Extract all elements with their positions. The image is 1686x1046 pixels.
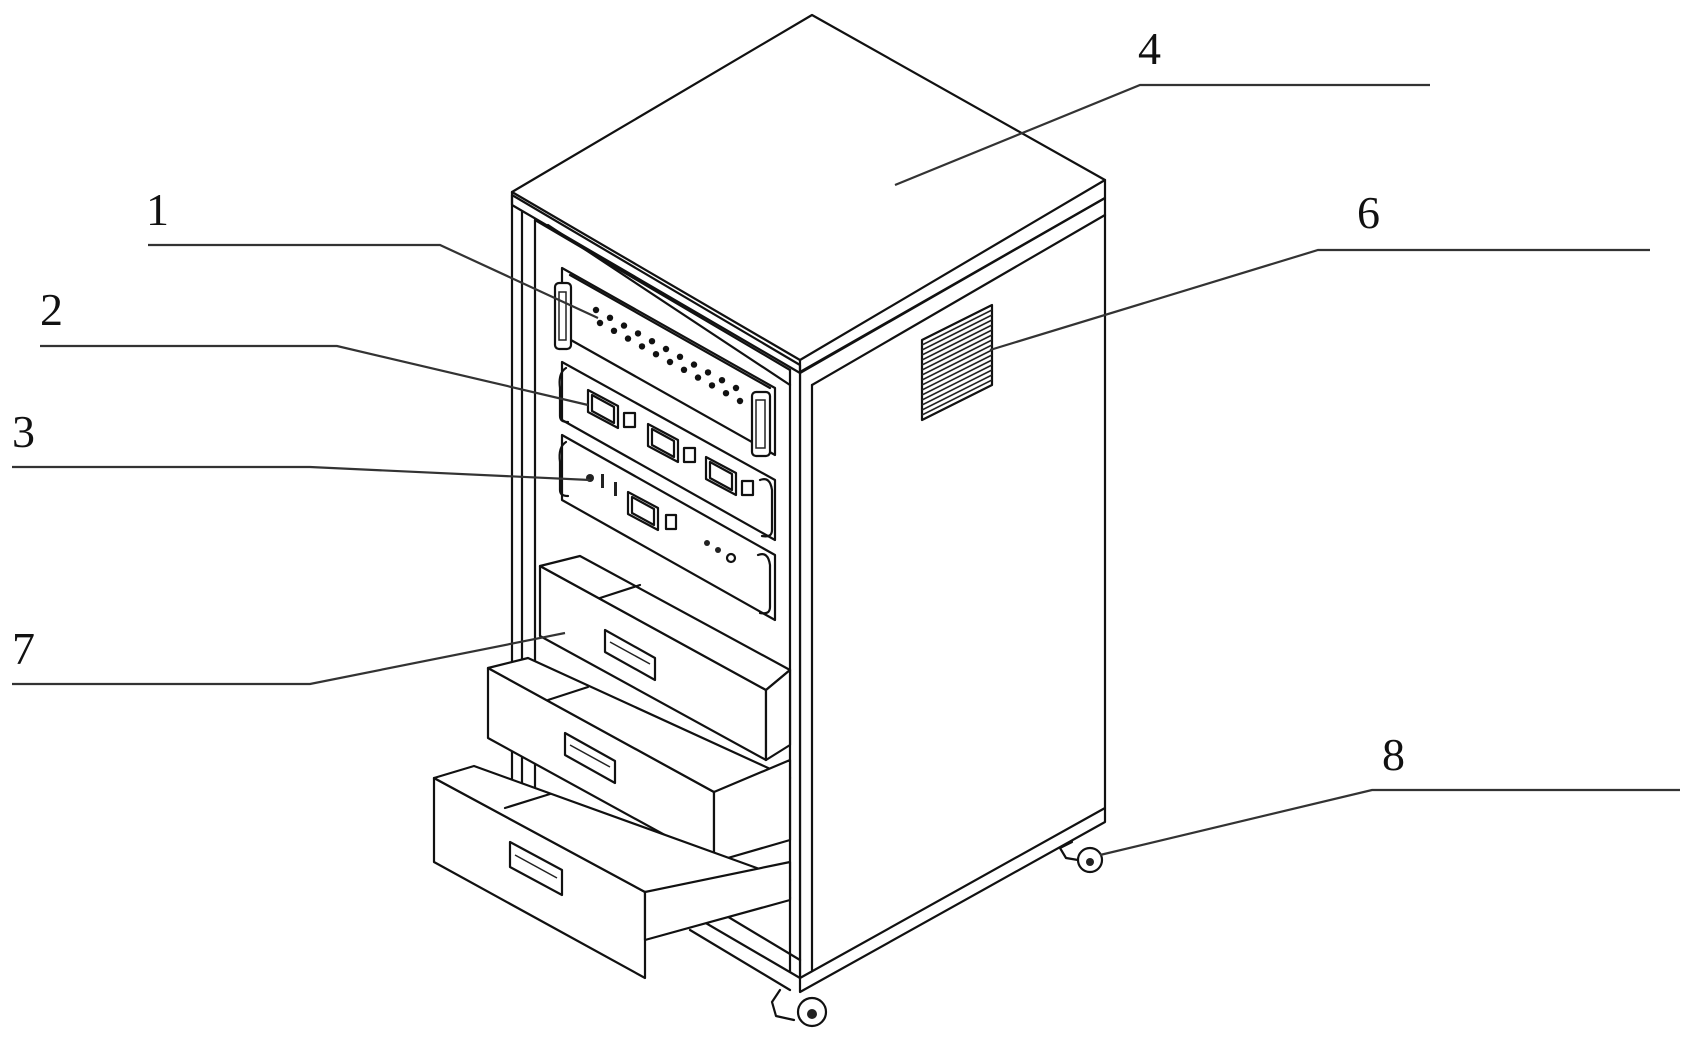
socket-icon — [718, 377, 726, 384]
socket-icon — [736, 397, 744, 405]
socket-icon — [648, 338, 656, 345]
drawer-handle-icon — [563, 731, 617, 785]
vent-slat — [921, 314, 993, 351]
drawer-handle-icon — [603, 628, 657, 682]
vent-slat — [921, 324, 993, 361]
handle-icon — [558, 440, 570, 498]
socket-icon — [708, 382, 716, 389]
socket-icon — [690, 361, 698, 368]
vent-slat — [921, 319, 993, 356]
vent-slat — [921, 359, 993, 396]
socket-icon — [624, 335, 632, 342]
socket-icon — [634, 330, 642, 337]
vent-grille — [920, 303, 994, 422]
handle-icon — [758, 478, 774, 538]
vent-slat — [921, 374, 993, 411]
callout-8: 8 — [1099, 729, 1680, 857]
callout-2: 2 — [40, 284, 589, 407]
callout-4: 4 — [894, 23, 1430, 187]
socket-icon — [732, 384, 740, 392]
drawer-2[interactable] — [486, 656, 792, 864]
vent-slat — [921, 329, 993, 366]
socket-icon — [610, 327, 618, 334]
socket-grid — [592, 306, 744, 405]
callout-7: 7 — [12, 623, 566, 686]
vent-slat — [921, 369, 993, 406]
callout-label: 8 — [1382, 729, 1405, 780]
callout-label: 7 — [12, 623, 35, 674]
callout-1: 1 — [146, 184, 599, 319]
vent-slat — [921, 344, 993, 381]
callout-label: 6 — [1357, 187, 1380, 238]
socket-icon — [592, 306, 600, 314]
handle-icon — [553, 281, 573, 351]
socket-icon — [662, 345, 670, 353]
vent-slat — [921, 364, 993, 401]
socket-icon — [722, 390, 730, 397]
vent-slat — [921, 339, 993, 376]
vent-slat — [921, 354, 993, 391]
drawer-1[interactable] — [538, 554, 792, 762]
socket-icon — [652, 351, 660, 358]
vent-slat — [921, 334, 993, 371]
callout-label: 3 — [12, 406, 35, 457]
handle-icon — [558, 366, 570, 424]
caster-front — [770, 988, 828, 1028]
socket-icon — [638, 343, 646, 350]
vent-slat — [921, 349, 993, 386]
drawer-3[interactable] — [432, 764, 792, 980]
socket-icon — [704, 369, 712, 376]
socket-icon — [620, 322, 628, 329]
handle-icon — [756, 553, 772, 615]
vent-slat — [921, 379, 993, 416]
handle-icon — [750, 390, 772, 458]
socket-icon — [694, 374, 702, 381]
socket-icon — [680, 366, 688, 373]
callout-label: 4 — [1138, 23, 1161, 74]
socket-icon — [596, 319, 604, 327]
callout-label: 1 — [146, 184, 169, 235]
socket-icon — [606, 314, 614, 321]
caster-right — [1058, 840, 1104, 874]
callout-3: 3 — [12, 406, 591, 482]
callout-6: 6 — [989, 187, 1650, 352]
socket-icon — [666, 358, 674, 366]
vent-slat — [921, 309, 993, 346]
drawer-handle-icon — [508, 840, 564, 897]
socket-icon — [676, 353, 684, 360]
callout-label: 2 — [40, 284, 63, 335]
rack-unit-1-panel — [553, 266, 777, 458]
